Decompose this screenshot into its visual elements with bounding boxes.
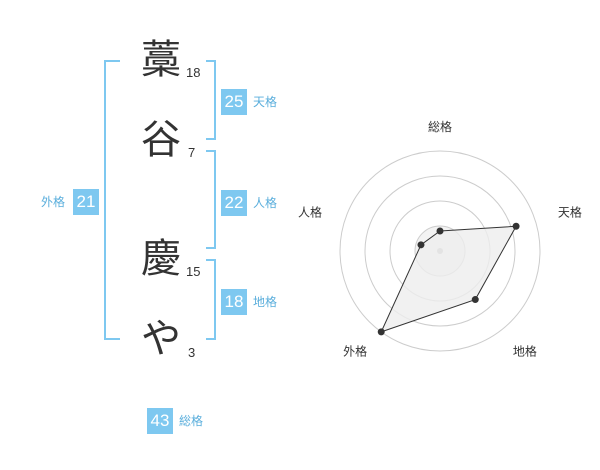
radar-point [377,328,385,336]
radar-axis-label: 地格 [513,343,537,358]
gaikaku-label: 外格 [41,195,66,209]
chikaku-bracket [206,259,216,340]
name-char-4: や [141,316,181,362]
jinkaku-bracket [206,150,216,249]
tenkaku-bracket [206,60,216,140]
radar-point [436,227,444,235]
tenkaku-score-badge: 25 [221,89,247,115]
chikaku-score-badge: 18 [221,289,247,315]
gaikaku-score-badge: 21 [73,189,99,215]
stroke-count-3: 15 [186,264,201,279]
radar-point [512,222,520,230]
stroke-count-4: 3 [188,345,196,360]
stroke-count-1: 18 [186,65,201,80]
radar-point [471,296,479,304]
jinkaku-label: 人格 [253,196,278,210]
tenkaku-label: 天格 [253,95,278,109]
radar-axis-label: 人格 [298,205,322,220]
stroke-count-2: 7 [188,145,196,160]
chikaku-label: 地格 [253,295,278,309]
name-char-2: 谷 [141,117,181,163]
name-char-1: 藁 [141,37,181,83]
name-char-3: 慶 [141,236,181,282]
soukaku-label: 総格 [179,414,204,428]
radar-point [417,241,425,249]
jinkaku-score-badge: 22 [221,190,247,216]
radar-polygon [380,225,517,333]
radar-axis-label: 外格 [343,343,367,358]
radar-axis-label: 天格 [558,205,582,220]
radar-axis-label: 総格 [428,119,452,134]
soukaku-score-badge: 43 [147,408,173,434]
gaikaku-bracket [104,60,120,340]
